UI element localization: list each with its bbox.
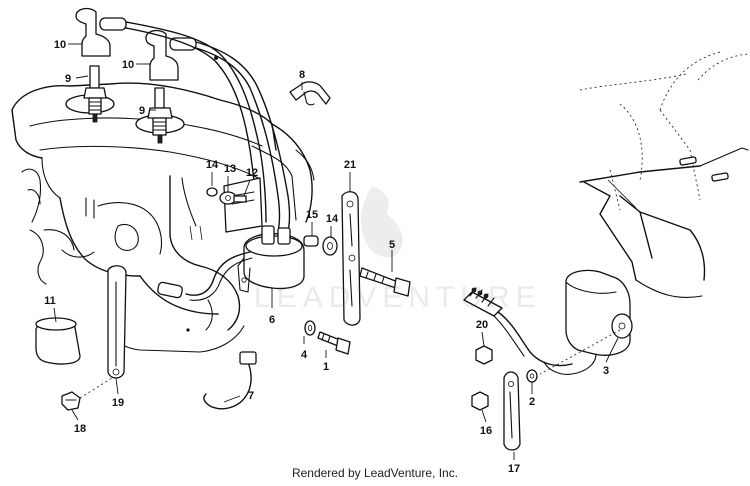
callout-10: 10 <box>122 59 134 71</box>
callout-9: 9 <box>65 73 71 85</box>
mounting-strap <box>503 329 621 451</box>
spark-plug <box>147 87 173 144</box>
callout-9: 9 <box>139 105 145 117</box>
callout-14: 14 <box>326 213 339 225</box>
spacer-nut <box>303 235 319 247</box>
callout-20: 20 <box>476 319 488 331</box>
ground-strap <box>107 265 127 379</box>
callout-3: 3 <box>603 365 609 377</box>
flame-logo-icon <box>360 186 403 258</box>
callout-8: 8 <box>299 69 305 81</box>
footer-credit: Rendered by LeadVenture, Inc. <box>291 466 459 480</box>
nut <box>475 345 493 365</box>
spark-plug <box>83 65 107 123</box>
mounting-plate <box>341 191 361 326</box>
callout-16: 16 <box>480 425 492 437</box>
leader-lines <box>53 43 619 460</box>
washer <box>526 369 538 383</box>
bolt <box>317 331 351 355</box>
callout-15: 15 <box>306 209 318 221</box>
watermark-text: LEADVENTURE <box>254 281 542 314</box>
screw <box>61 377 113 411</box>
callouts: 1 2 3 4 5 6 7 8 9 9 10 10 11 12 13 14 14… <box>44 39 609 475</box>
callout-6: 6 <box>269 314 275 326</box>
spark-plug-cap <box>145 29 197 81</box>
callout-4: 4 <box>301 349 308 361</box>
callout-21: 21 <box>344 159 356 171</box>
cdi-box <box>543 269 633 375</box>
nut <box>471 391 489 411</box>
callout-18: 18 <box>74 423 86 435</box>
callout-17: 17 <box>508 463 520 475</box>
cdi-wiring <box>463 287 573 367</box>
bolt <box>359 267 411 297</box>
washer <box>304 320 316 336</box>
callout-12: 12 <box>246 167 258 179</box>
callout-13: 13 <box>224 163 236 175</box>
callout-19: 19 <box>112 397 124 409</box>
mounting-bracket <box>206 177 263 233</box>
frame <box>579 51 749 298</box>
callout-7: 7 <box>248 390 254 402</box>
callout-10: 10 <box>54 39 66 51</box>
callout-14: 14 <box>206 159 219 171</box>
callout-5: 5 <box>389 239 395 251</box>
ignition-wiring <box>157 251 257 410</box>
spark-plug-cap <box>75 7 127 57</box>
lead-clip <box>289 81 331 106</box>
rubber-boot <box>35 317 81 365</box>
watermark: LEADVENTURE <box>254 186 542 314</box>
ignition-coil <box>237 225 305 293</box>
callout-2: 2 <box>529 396 535 408</box>
callout-1: 1 <box>323 361 329 373</box>
callout-11: 11 <box>44 295 56 307</box>
washer <box>322 236 338 256</box>
